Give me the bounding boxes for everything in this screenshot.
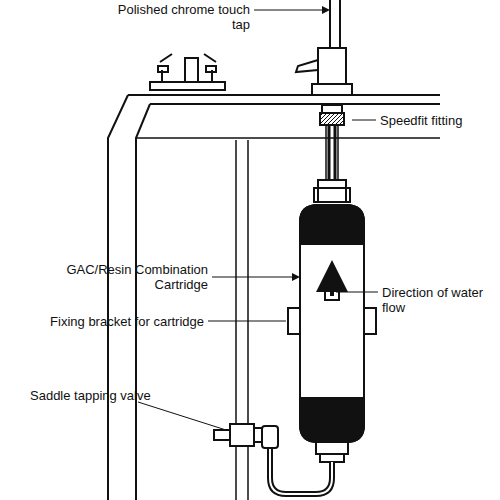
bracket-label: Fixing bracket for cartridge — [4, 314, 204, 329]
fitting-label: Speedfit fitting — [380, 113, 496, 128]
cartridge-label: GAC/Resin Combination Cartridge — [40, 262, 208, 292]
flow-label: Direction of water flow — [382, 285, 494, 315]
valve-label: Saddle tapping valve — [30, 388, 200, 403]
tap-label: Polished chrome touch tap — [112, 2, 250, 32]
